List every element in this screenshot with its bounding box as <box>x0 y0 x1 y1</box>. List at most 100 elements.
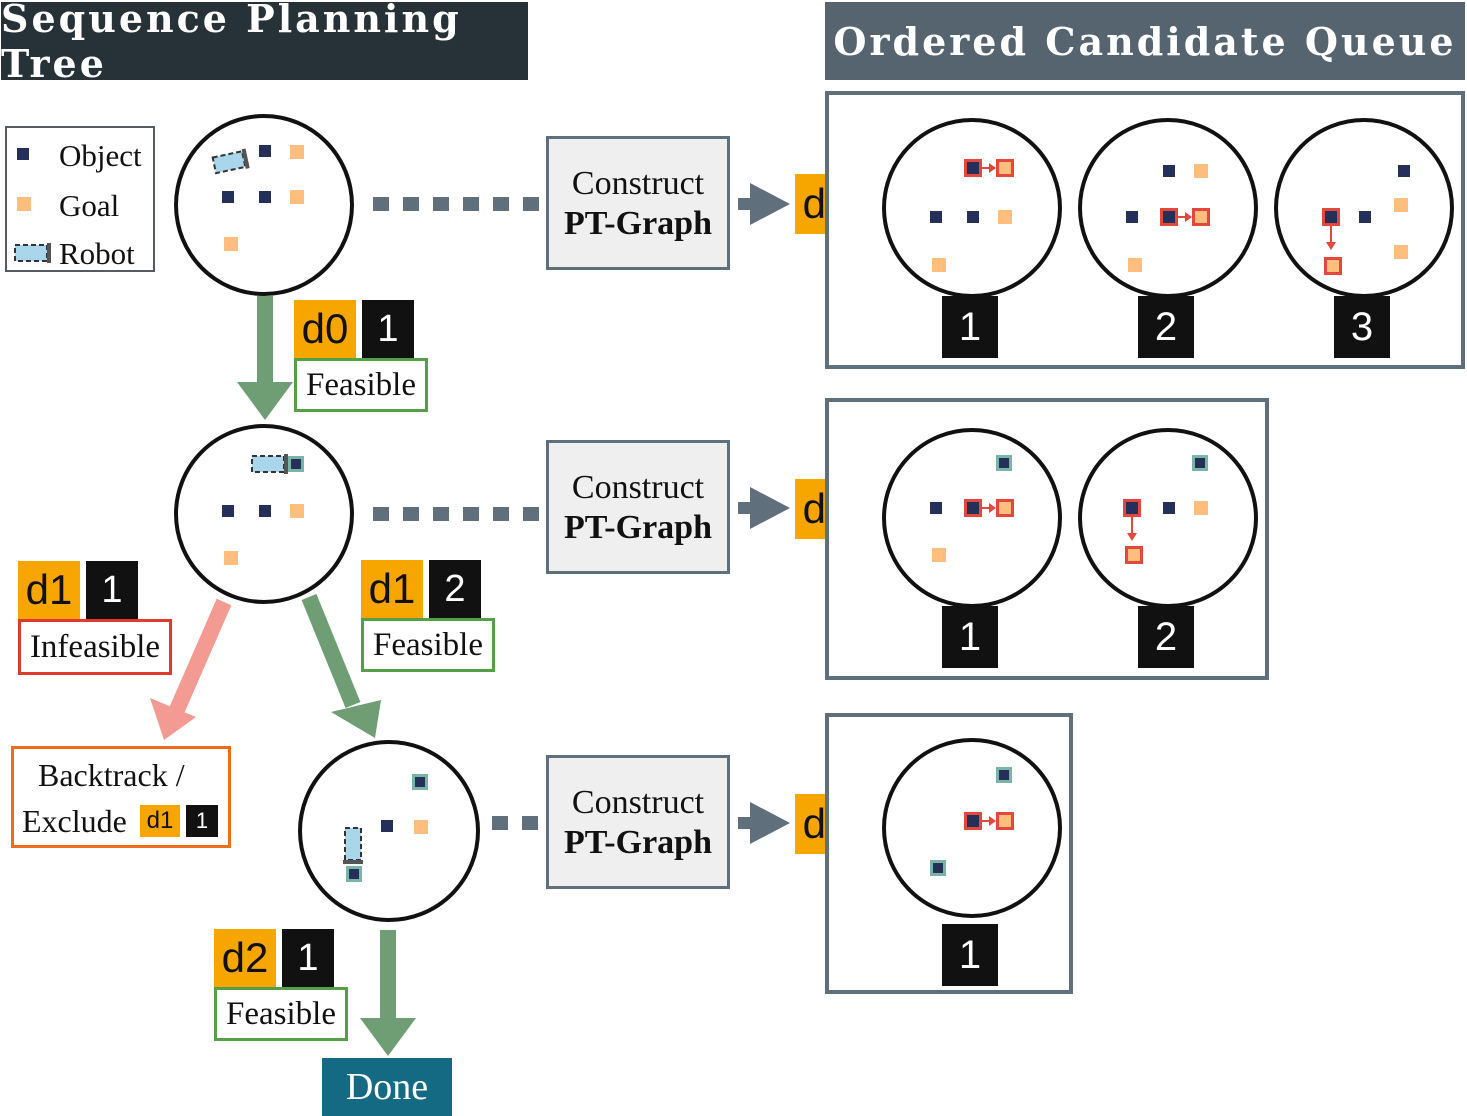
exclude-depth: d1 <box>140 805 180 837</box>
object-marker <box>1359 211 1371 223</box>
edge-d1-2-status: Feasible <box>361 618 495 672</box>
legend-object: Object <box>7 134 153 174</box>
pt-graph-label: PT-Graph <box>563 824 712 861</box>
edge-d2-1-status: Feasible <box>214 987 348 1041</box>
legend-goal-label: Goal <box>59 188 120 223</box>
arrow-construct-d0 <box>738 183 790 225</box>
robot-icon <box>343 827 363 864</box>
goal-marker <box>290 504 304 518</box>
selected-goal-marker <box>996 812 1014 830</box>
placed-object-marker <box>996 455 1012 471</box>
object-marker <box>1398 165 1410 177</box>
arrow-d1-infeasible <box>150 598 232 740</box>
legend-object-label: Object <box>59 138 142 173</box>
construct-pt-graph-d2: Construct PT-Graph <box>546 755 730 889</box>
candidate-d2-1 <box>882 738 1062 918</box>
object-marker <box>259 145 271 157</box>
goal-marker <box>1394 245 1408 259</box>
backtrack-label: Backtrack / <box>38 757 185 793</box>
goal-marker <box>290 190 304 204</box>
goal-marker <box>998 210 1012 224</box>
selected-goal-marker <box>996 499 1014 517</box>
placed-object-marker <box>346 866 362 882</box>
candidate-d0-1-index: 1 <box>942 296 998 358</box>
backtrack-box: Backtrack / Exclude d1 1 <box>11 746 231 848</box>
object-marker <box>259 191 271 203</box>
edge-d0-1-index: 1 <box>362 300 414 358</box>
object-marker <box>1163 165 1175 177</box>
construct-pt-graph-d1: Construct PT-Graph <box>546 440 730 574</box>
goal-icon <box>17 197 31 211</box>
arrow-construct-d1 <box>738 487 790 529</box>
candidate-queue-d0: 1 2 3 <box>825 91 1465 369</box>
arrow-construct-d2 <box>738 802 790 844</box>
legend-robot: Robot <box>7 232 153 272</box>
goal-marker <box>224 551 238 565</box>
object-marker <box>967 211 979 223</box>
object-marker <box>930 502 942 514</box>
pt-graph-label: PT-Graph <box>563 509 712 546</box>
construct-pt-graph-d0: Construct PT-Graph <box>546 136 730 270</box>
placed-object-marker <box>412 774 428 790</box>
tree-node-d0 <box>174 114 354 296</box>
move-arrow-icon <box>980 163 996 173</box>
candidate-d1-2 <box>1078 428 1258 608</box>
arrow-d0-to-d1 <box>237 296 293 420</box>
candidate-d1-1-index: 1 <box>942 606 998 668</box>
candidate-queue-d2: 1 <box>825 713 1073 994</box>
placed-object-marker <box>930 860 946 876</box>
goal-marker <box>1194 501 1208 515</box>
move-arrow-icon <box>1127 514 1137 541</box>
ordered-candidate-queue-header: Ordered Candidate Queue <box>825 2 1465 80</box>
candidate-d0-1 <box>882 118 1062 298</box>
goal-marker <box>1128 258 1142 272</box>
selected-goal-marker <box>1125 546 1143 564</box>
object-marker <box>1163 502 1175 514</box>
goal-marker <box>932 548 946 562</box>
robot-icon <box>211 148 250 175</box>
selected-goal-marker <box>1192 208 1210 226</box>
done-label: Done <box>322 1058 452 1116</box>
placed-object-marker <box>996 767 1012 783</box>
goal-marker <box>932 258 946 272</box>
object-marker <box>930 211 942 223</box>
move-arrow-icon <box>980 503 996 513</box>
goal-marker <box>224 237 238 251</box>
placed-object-marker <box>1192 455 1208 471</box>
candidate-d0-2 <box>1078 118 1258 298</box>
edge-d0-1-status: Feasible <box>294 358 428 412</box>
goal-marker <box>290 145 304 159</box>
move-arrow-icon <box>1176 212 1192 222</box>
object-icon <box>17 148 29 160</box>
robot-icon <box>14 243 51 263</box>
goal-marker <box>1394 198 1408 212</box>
selected-goal-marker <box>1324 257 1342 275</box>
tree-node-d1 <box>174 424 354 604</box>
edge-d2-1-depth: d2 <box>214 929 276 987</box>
goal-marker <box>414 820 428 834</box>
edge-d1-2-depth: d1 <box>361 560 423 618</box>
object-marker <box>1126 211 1138 223</box>
candidate-d2-1-index: 1 <box>942 924 998 986</box>
candidate-d0-3 <box>1274 118 1454 298</box>
robot-icon <box>251 454 288 474</box>
edge-d1-1-index: 1 <box>86 561 138 619</box>
edge-d0-1-depth: d0 <box>294 300 356 358</box>
construct-label: Construct <box>571 165 705 202</box>
edge-d1-1-status: Infeasible <box>18 619 172 675</box>
move-arrow-icon <box>1326 223 1336 250</box>
move-arrow-icon <box>980 816 996 826</box>
edge-d1-2-index: 2 <box>429 560 481 618</box>
tree-node-d2 <box>298 740 480 922</box>
object-marker <box>222 505 234 517</box>
edge-d1-1-depth: d1 <box>18 561 80 619</box>
candidate-d1-1 <box>882 428 1062 608</box>
placed-object-marker <box>288 456 304 472</box>
selected-goal-marker <box>996 159 1014 177</box>
object-marker <box>222 191 234 203</box>
legend-goal: Goal <box>7 184 153 224</box>
candidate-d1-2-index: 2 <box>1138 606 1194 668</box>
legend-robot-label: Robot <box>59 236 135 271</box>
legend: Object Goal Robot <box>5 126 155 272</box>
